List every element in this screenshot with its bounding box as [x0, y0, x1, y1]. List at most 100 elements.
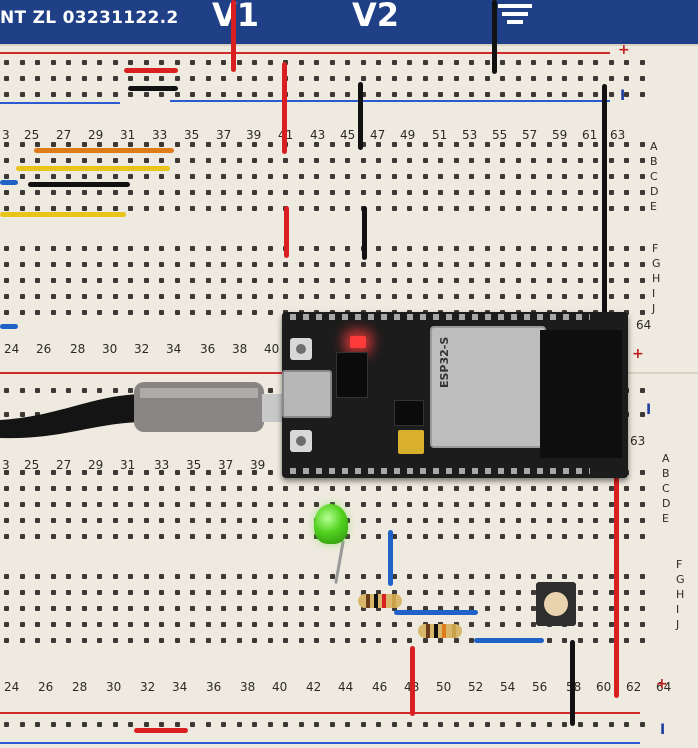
black-jumper-wire-row-d[interactable] — [28, 182, 130, 187]
red-jumper-wire-bottom[interactable] — [410, 646, 415, 716]
black-jumper-wire-47[interactable] — [358, 82, 363, 150]
breadboard-hole — [562, 278, 567, 283]
breadboard-hole — [640, 246, 645, 251]
breadboard-hole — [531, 76, 536, 81]
black-jumper-wire-long-63[interactable] — [602, 84, 607, 334]
breadboard-hole — [593, 574, 598, 579]
breadboard-hole — [159, 470, 164, 475]
row-label: G — [676, 573, 685, 586]
breadboard-hole — [128, 246, 133, 251]
esp32-dev-board[interactable]: ESP32-S — [282, 312, 628, 478]
breadboard-hole — [392, 174, 397, 179]
breadboard-hole — [469, 502, 474, 507]
upper-top-rail-plus: + — [618, 42, 630, 58]
resistor-2[interactable] — [418, 624, 462, 638]
breadboard-hole — [113, 470, 118, 475]
col-num: 54 — [500, 680, 516, 694]
blue-jumper-wire-mid[interactable] — [394, 610, 478, 615]
col-num: 50 — [436, 680, 452, 694]
breadboard-hole — [531, 206, 536, 211]
breadboard-hole — [578, 278, 583, 283]
red-jumper-wire-41b[interactable] — [284, 206, 289, 258]
breadboard-hole — [113, 310, 118, 315]
breadboard-hole — [562, 294, 567, 299]
breadboard-hole — [593, 518, 598, 523]
micro-usb-port[interactable] — [282, 370, 332, 418]
tantalum-capacitor — [398, 430, 424, 454]
breadboard-hole — [66, 590, 71, 595]
breadboard-hole — [438, 294, 443, 299]
breadboard-hole — [268, 622, 273, 627]
breadboard-hole — [221, 470, 226, 475]
red-jumper-wire-right-long[interactable] — [614, 440, 619, 698]
breadboard-hole — [113, 534, 118, 539]
black-jumper-wire-bottom[interactable] — [570, 640, 575, 726]
breadboard-hole — [299, 518, 304, 523]
blue-jumper-wire-left-2[interactable] — [0, 324, 18, 329]
breadboard-hole — [609, 622, 614, 627]
breadboard-hole — [4, 574, 9, 579]
red-jumper-wire-v1[interactable] — [231, 0, 236, 72]
breadboard-hole — [423, 722, 428, 727]
row-label: G — [652, 257, 661, 270]
breadboard-hole — [407, 486, 412, 491]
breadboard-hole — [640, 412, 645, 417]
breadboard-hole — [593, 502, 598, 507]
breadboard-hole — [128, 262, 133, 267]
breadboard-hole — [392, 534, 397, 539]
yellow-jumper-wire-2[interactable] — [0, 212, 126, 217]
breadboard-hole — [175, 574, 180, 579]
breadboard-hole — [624, 142, 629, 147]
yellow-jumper-wire-1[interactable] — [16, 166, 170, 171]
resistor-band — [382, 594, 386, 608]
blue-jumper-wire-left-1[interactable] — [0, 180, 18, 185]
breadboard-hole — [438, 92, 443, 97]
red-jumper-wire-short[interactable] — [124, 68, 178, 73]
esp32-bottom-pin-header — [290, 468, 590, 474]
breadboard-hole — [531, 246, 536, 251]
blue-jumper-wire-lower[interactable] — [474, 638, 544, 643]
breadboard-hole — [330, 294, 335, 299]
breadboard-hole — [376, 502, 381, 507]
breadboard-hole — [314, 574, 319, 579]
breadboard-hole — [438, 722, 443, 727]
breadboard-hole — [562, 262, 567, 267]
blue-jumper-wire-vertical[interactable] — [388, 530, 393, 586]
breadboard-hole — [4, 486, 9, 491]
breadboard-hole — [640, 722, 645, 727]
red-jumper-wire-41[interactable] — [282, 62, 287, 154]
boot-button[interactable] — [290, 338, 312, 360]
breadboard-hole — [469, 606, 474, 611]
breadboard-hole — [51, 388, 56, 393]
breadboard-hole — [97, 502, 102, 507]
breadboard-hole — [268, 310, 273, 315]
en-button[interactable] — [290, 430, 312, 452]
orange-jumper-wire[interactable] — [34, 148, 174, 153]
breadboard-hole — [485, 606, 490, 611]
breadboard-hole — [485, 158, 490, 163]
breadboard-hole — [423, 502, 428, 507]
col-num: 3 — [2, 458, 10, 472]
breadboard-hole — [51, 470, 56, 475]
breadboard-hole — [35, 294, 40, 299]
breadboard-hole — [562, 92, 567, 97]
breadboard-hole — [66, 206, 71, 211]
resistor-1[interactable] — [358, 594, 402, 608]
black-jumper-wire-short[interactable] — [128, 86, 178, 91]
breadboard-hole — [345, 142, 350, 147]
col-num: 28 — [72, 680, 88, 694]
breadboard-hole — [547, 92, 552, 97]
breadboard-hole — [237, 294, 242, 299]
usb-cable — [0, 382, 292, 439]
breadboard-hole — [20, 76, 25, 81]
breadboard-hole — [237, 174, 242, 179]
green-led[interactable] — [314, 504, 348, 544]
red-jumper-wire-bottom-left[interactable] — [134, 728, 188, 733]
black-jumper-wire-gnd[interactable] — [492, 0, 497, 74]
black-jumper-wire-47b[interactable] — [362, 206, 367, 260]
breadboard-hole — [469, 590, 474, 595]
breadboard-hole — [407, 262, 412, 267]
breadboard-hole — [485, 486, 490, 491]
tactile-push-button[interactable] — [536, 582, 576, 626]
breadboard-hole — [35, 76, 40, 81]
